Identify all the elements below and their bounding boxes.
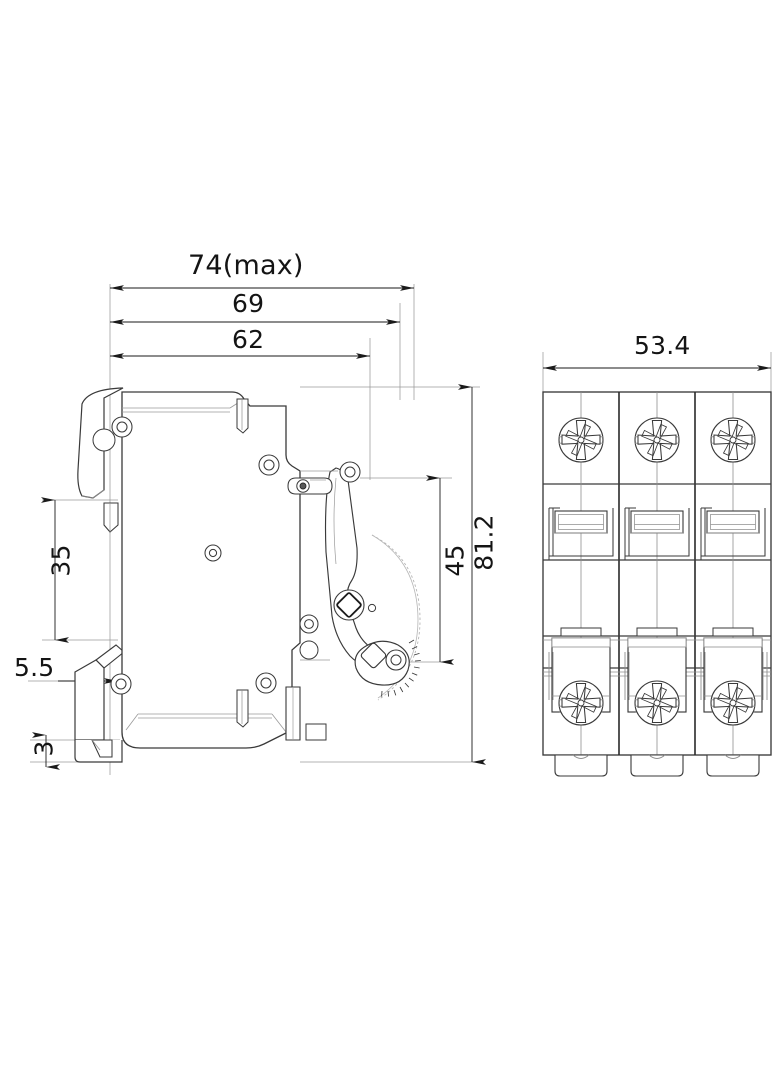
lower-terminal-shroud: [285, 686, 327, 741]
breaker-body-outline: [121, 391, 301, 749]
front-extension-lines: [542, 352, 772, 392]
front-pole-2: [624, 417, 690, 777]
indicator-slug: [287, 477, 333, 495]
rotary-mechanism: [287, 461, 421, 701]
cross-screw-icon: [558, 680, 604, 726]
front-pole-3: [700, 417, 768, 777]
side-view-group: [28, 284, 486, 775]
clip-foot-notch: [91, 739, 113, 758]
knurled-gear-segment: [354, 639, 421, 697]
terminal-window: [554, 510, 608, 534]
terminal-window: [706, 510, 760, 534]
body-rib-left: [236, 398, 249, 434]
body-holes: [92, 416, 319, 695]
terminal-window: [630, 510, 684, 534]
body-rib-right: [236, 689, 249, 728]
pole-dividers: [618, 392, 696, 755]
dimension-label-3: 3: [29, 740, 59, 757]
dimension-label-5p5: 5.5: [14, 653, 55, 682]
cross-screw-icon: [710, 417, 756, 463]
cross-screw-icon: [558, 417, 604, 463]
clip-detent: [103, 502, 119, 533]
mounting-foot: [630, 754, 684, 777]
cross-screw-icon: [634, 680, 680, 726]
mounting-foot: [554, 754, 608, 777]
mounting-foot: [706, 754, 760, 777]
dimension-label-45: 45: [440, 544, 470, 577]
dimension-label-35: 35: [46, 544, 76, 577]
front-view-group: [542, 352, 772, 777]
cross-screw-icon: [634, 417, 680, 463]
gear-teeth: [381, 639, 421, 697]
front-pole-1: [548, 417, 614, 777]
dimension-label-81p2: 81.2: [469, 514, 499, 571]
dimension-label-69: 69: [232, 289, 265, 318]
cross-screw-icon: [710, 680, 756, 726]
square-drive-socket: [333, 589, 365, 621]
dimension-label-74max: 74(max): [188, 250, 304, 281]
body-detail-lines: [122, 398, 287, 733]
dimension-label-53p4: 53.4: [634, 331, 691, 360]
dimension-label-62: 62: [232, 325, 265, 354]
